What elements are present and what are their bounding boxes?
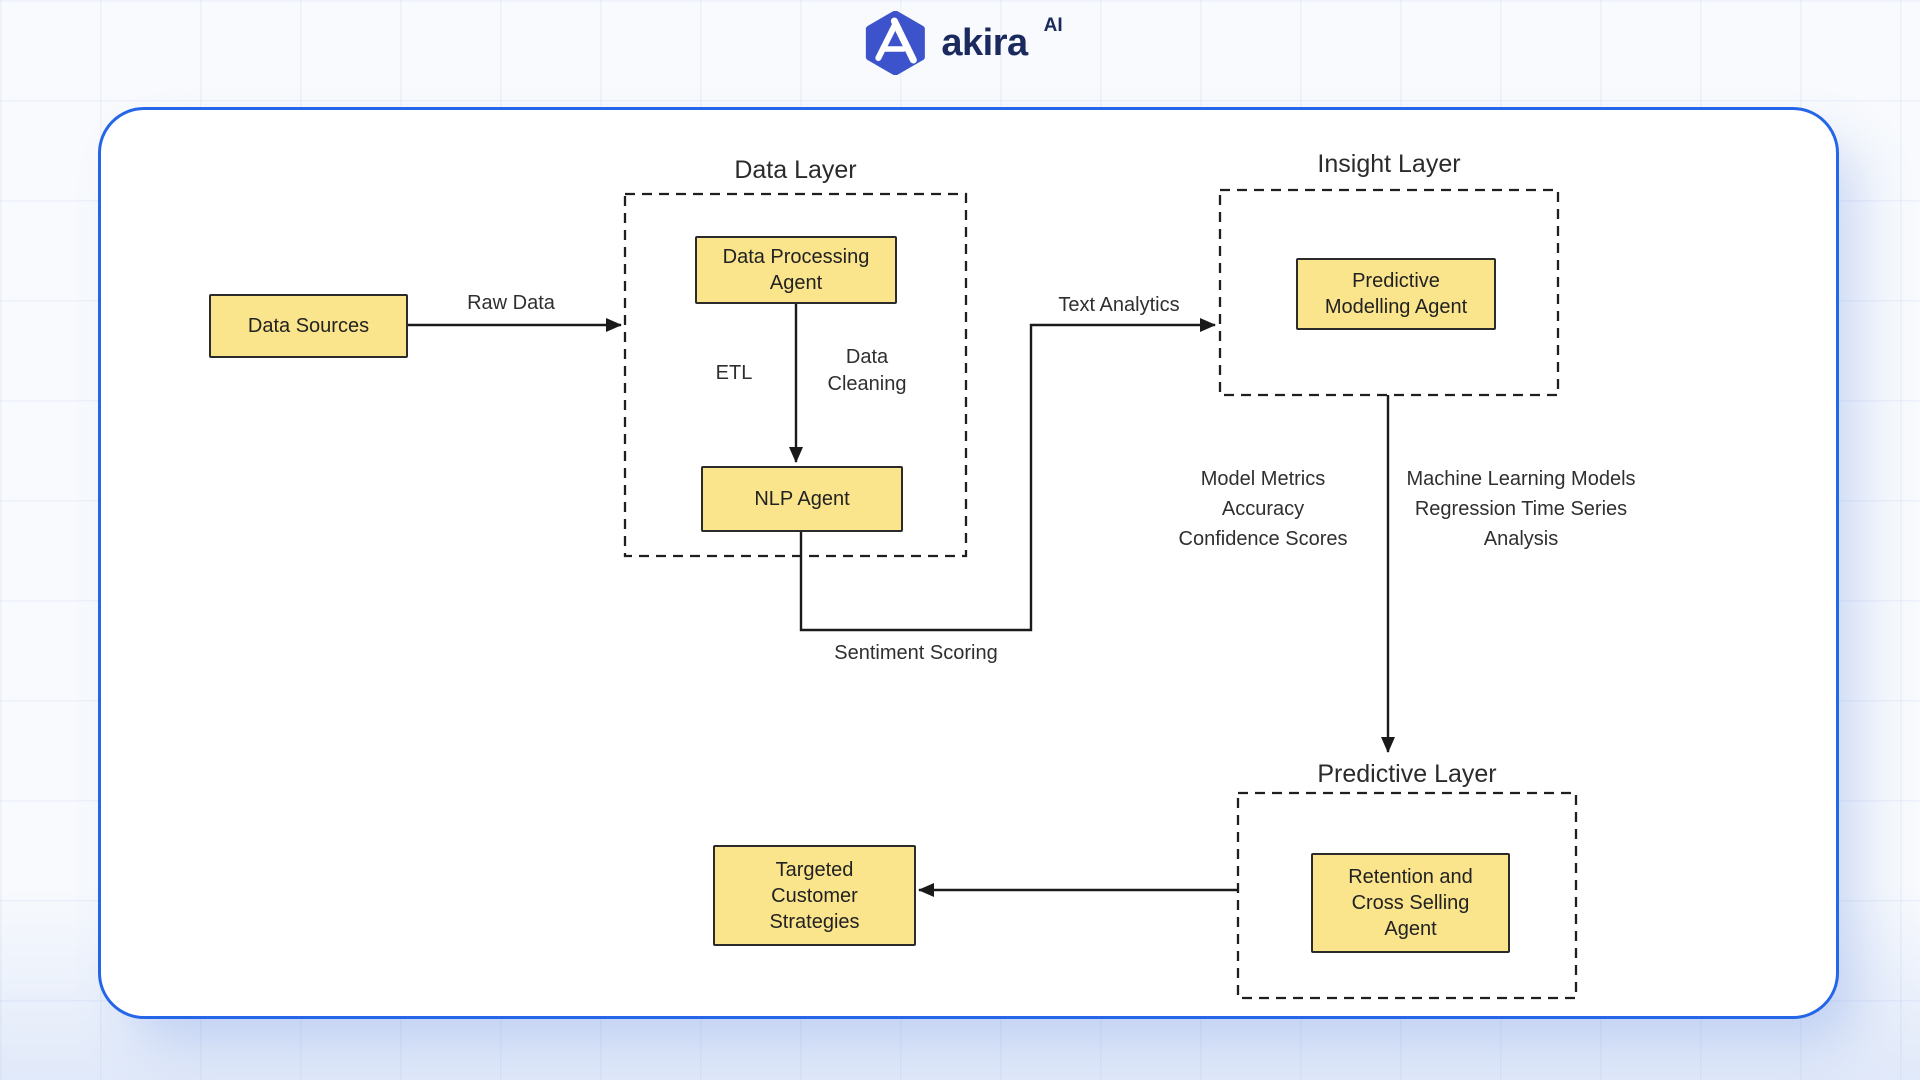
edge-label-model-metrics: Model Metrics Accuracy Confidence Scores <box>1178 468 1348 550</box>
brand-name: akira <box>941 22 1028 64</box>
node-predictive-modelling-agent: Predictive Modelling Agent <box>1296 258 1496 330</box>
node-targeted-customer-strategies: Targeted Customer Strategies <box>713 845 916 946</box>
node-retention-cross-selling-agent: Retention and Cross Selling Agent <box>1311 853 1510 953</box>
node-nlp-agent: NLP Agent <box>701 466 903 532</box>
insight-layer-title: Insight Layer <box>1317 150 1461 178</box>
edge-label-etl: ETL <box>715 362 753 384</box>
connector-lines <box>408 188 1578 1000</box>
edge-sentiment-text-analytics <box>799 318 1216 632</box>
edge-label-machine-learning: Machine Learning Models Regression Time … <box>1406 468 1636 550</box>
edge-label-data-cleaning: Data Cleaning <box>827 346 907 395</box>
node-data-sources: Data Sources <box>209 294 408 358</box>
data-layer-title: Data Layer <box>734 156 857 184</box>
diagram-container: Data Layer Insight Layer Predictive Laye… <box>98 107 1839 1019</box>
edge-label-raw-data: Raw Data <box>467 292 555 314</box>
edge-label-sentiment-scoring: Sentiment Scoring <box>834 642 998 664</box>
brand-header: akira AI <box>863 10 1063 76</box>
data-layer-box <box>623 192 968 558</box>
akira-logo-icon <box>865 11 925 75</box>
edge-label-text-analytics: Text Analytics <box>1058 294 1180 316</box>
brand-suffix: AI <box>1043 15 1063 36</box>
node-data-processing-agent: Data Processing Agent <box>695 236 897 304</box>
predictive-layer-title: Predictive Layer <box>1317 760 1497 788</box>
